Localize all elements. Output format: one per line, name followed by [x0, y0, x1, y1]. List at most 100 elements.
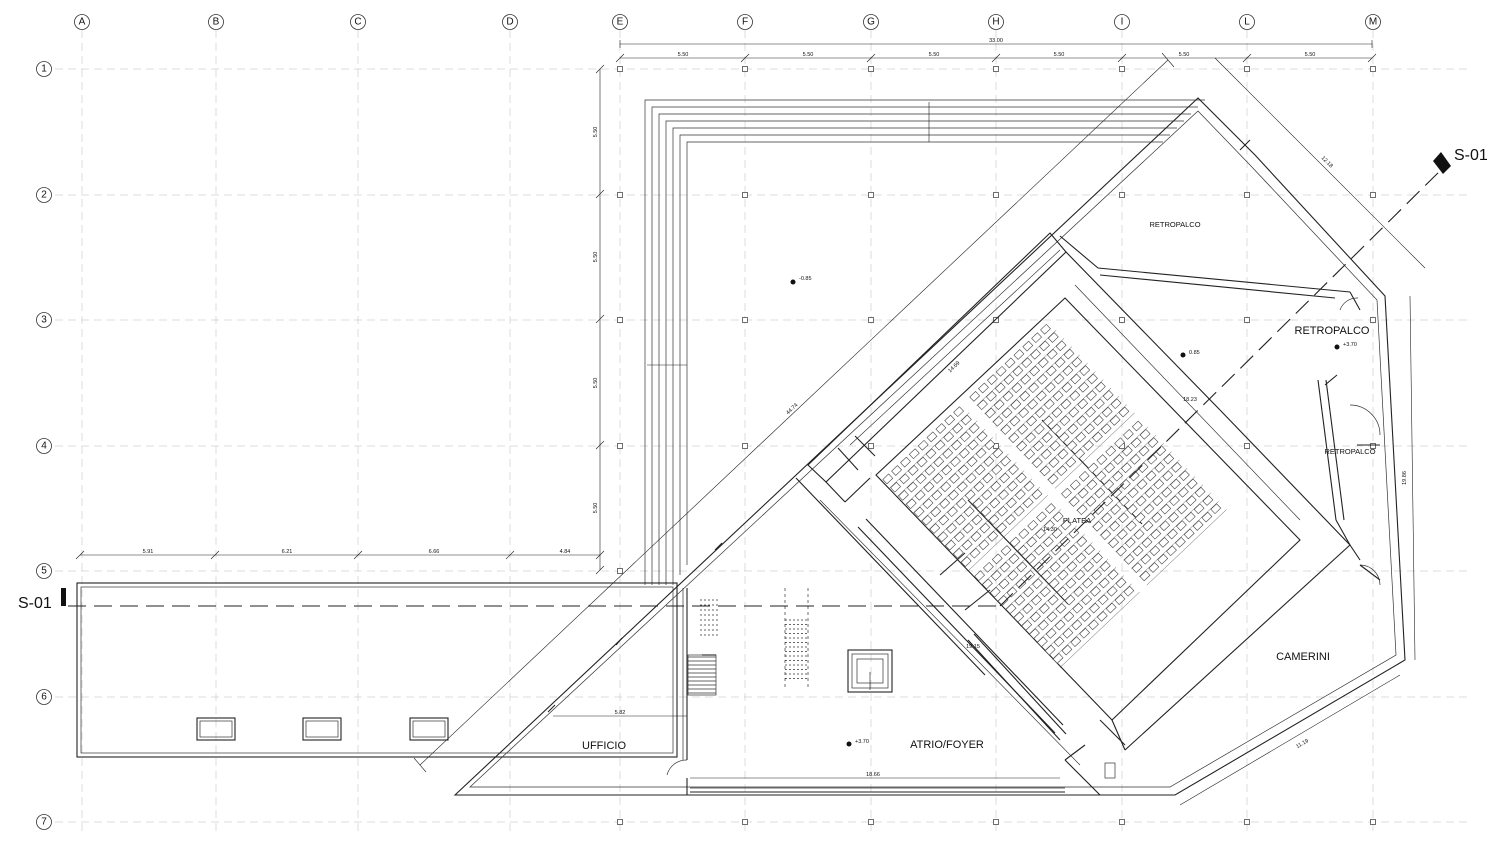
seat — [970, 531, 982, 542]
seat — [1029, 365, 1040, 377]
grid-column-label: G — [867, 17, 875, 28]
seat — [974, 570, 985, 582]
seat — [944, 414, 956, 426]
seat — [1000, 545, 1012, 556]
grid-column-g: G — [863, 14, 879, 30]
seat — [1052, 390, 1064, 402]
seat — [1131, 420, 1143, 432]
seat — [1027, 398, 1038, 410]
seat — [1094, 398, 1105, 410]
grid-column-label: B — [213, 17, 220, 28]
grid-row-label: 5 — [41, 566, 47, 577]
seat — [997, 595, 1009, 606]
seat — [958, 464, 969, 476]
seat-row-line — [984, 338, 1065, 415]
courtyard-frame — [644, 99, 1205, 585]
seat — [994, 382, 1006, 394]
seat — [979, 522, 991, 534]
seat — [1167, 528, 1178, 540]
section-line: S-01 S-01 — [18, 147, 1488, 612]
main-building-walls — [453, 97, 1406, 796]
grid-column-label: D — [506, 17, 513, 28]
column-marker — [868, 317, 874, 323]
seat — [997, 505, 1008, 517]
seat — [1033, 440, 1044, 452]
seat — [1037, 636, 1048, 648]
seat — [1012, 365, 1024, 377]
seat — [1075, 552, 1087, 564]
seat — [1013, 505, 1025, 517]
seat — [975, 447, 987, 459]
seat-row-line — [1138, 501, 1219, 578]
grid-column-e: E — [612, 14, 628, 30]
seat — [1123, 585, 1135, 597]
seat — [1100, 529, 1112, 540]
seat — [1061, 487, 1072, 499]
seat — [1031, 594, 1042, 606]
dim-top-seg-4: 5.50 — [1054, 52, 1065, 58]
seat-row-line — [1031, 387, 1112, 464]
column-marker — [617, 192, 623, 198]
seat — [1035, 407, 1046, 418]
column-marker — [617, 568, 623, 574]
seat — [1001, 407, 1013, 419]
seat — [1030, 348, 1041, 360]
seat — [976, 431, 988, 442]
seat — [1063, 611, 1075, 622]
seat — [1016, 561, 1028, 573]
seat — [1015, 578, 1027, 590]
seat — [1060, 519, 1072, 531]
seat — [1076, 536, 1088, 547]
seat — [1052, 653, 1064, 664]
seat — [930, 506, 942, 518]
seat — [1136, 478, 1148, 490]
seating-rows — [882, 323, 1227, 668]
seat — [981, 489, 993, 501]
seat — [999, 472, 1010, 484]
seat — [1150, 528, 1162, 540]
seat — [943, 431, 955, 443]
grid-column-label: L — [1244, 17, 1250, 28]
seat — [1005, 603, 1017, 615]
seat — [1119, 495, 1130, 507]
seat — [1076, 415, 1088, 426]
corridor-walls — [795, 232, 1126, 796]
seat-row-line — [1020, 550, 1101, 627]
seat — [907, 465, 919, 476]
dim-top-seg-1: 5.50 — [678, 52, 689, 58]
seat — [1041, 432, 1053, 443]
seat — [1084, 512, 1096, 524]
seat — [1018, 407, 1030, 419]
seat — [1005, 514, 1016, 525]
column-marker — [1370, 317, 1376, 323]
seat — [922, 498, 934, 509]
seat-row-line — [1039, 396, 1120, 473]
seat — [1074, 569, 1086, 581]
seat — [945, 539, 956, 551]
seat — [1044, 644, 1056, 656]
seat — [1092, 431, 1103, 443]
dim-top-seg-6: 5.50 — [1305, 52, 1316, 58]
seat — [954, 531, 965, 543]
seat — [890, 481, 901, 493]
grid-column-a: A — [74, 14, 90, 30]
dim-right-side: 19.86 — [1402, 471, 1408, 485]
seat — [1111, 487, 1122, 499]
seat-row-line — [967, 495, 1048, 572]
seat-row-line — [992, 346, 1073, 423]
level-markers: -0.85 0.85 +3.70 +3.70 — [790, 276, 1357, 747]
seat — [1083, 561, 1094, 572]
seat — [1109, 415, 1121, 426]
seat — [914, 489, 926, 501]
seat — [1049, 440, 1061, 452]
seat — [1077, 398, 1089, 410]
seat — [1143, 503, 1155, 515]
seat — [1032, 578, 1043, 589]
seat-row-line — [1054, 412, 1135, 489]
section-label-left: S-01 — [18, 595, 52, 612]
seat — [1038, 357, 1049, 368]
dim-auditorium-right: 18.23 — [1183, 397, 1197, 403]
grid-column-i: I — [1114, 14, 1130, 30]
seat — [1183, 528, 1195, 540]
